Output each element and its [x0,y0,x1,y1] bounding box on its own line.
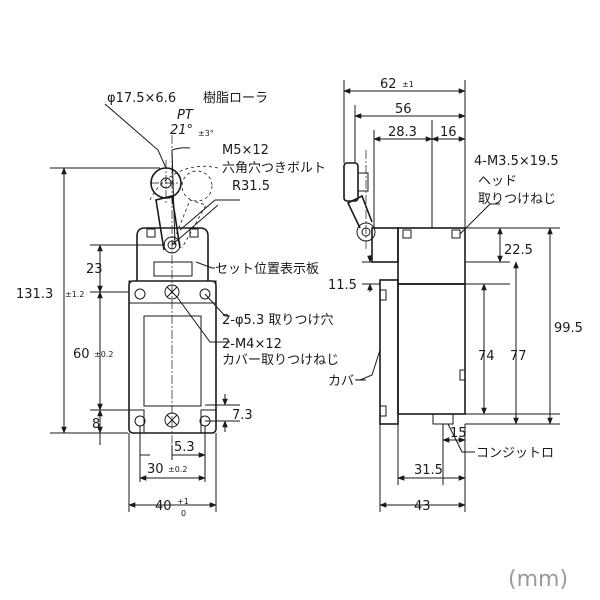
roller-dim-label: φ17.5×6.6 [107,91,176,106]
dim-99-5-label: 99.5 [554,321,583,336]
conduit-label: コンジットロ [476,446,554,461]
dim-43-label: 43 [414,499,431,514]
dim-16-label: 16 [440,125,457,140]
mounting-hole [134,288,146,300]
dim-11-5-label: 11.5 [328,278,357,293]
side-lever [346,194,373,229]
dim-31-5-label: 31.5 [414,463,443,478]
angle-tol-label: ±3° [198,129,214,138]
set-indicator-label: セット位置表示板 [215,262,319,277]
roller-material-label: 樹脂ローラ [203,91,268,106]
dim-30-tol: ±0.2 [168,465,187,474]
side-cover [379,279,399,425]
front-view [128,135,219,445]
front-dimensions [50,103,240,512]
head-screw-desc2-label: 取りつけねじ [478,192,556,207]
angle-label: 21° [170,123,193,138]
side-head [397,227,466,285]
dim-8-label: 8 [92,417,100,432]
dim-60-tol: ±0.2 [94,350,113,359]
side-body [397,283,466,415]
side-roller [343,162,359,202]
dim-5-3-label: 5.3 [174,440,195,455]
pt-label: PT [177,108,194,123]
dim-30-label: 30 [147,462,164,477]
side-dimensions [343,80,560,512]
dim-7-3-label: 7.3 [232,408,253,423]
dim-40-tol-plus: +1 [177,497,189,506]
dim-15-label: 15 [450,426,467,441]
front-head [136,227,209,281]
bolt-label: M5×12 [222,143,269,158]
front-window [143,315,202,407]
dim-131-tol: ±1.2 [65,290,84,299]
dim-60-label: 60 [73,347,90,362]
unit-label: (mm) [508,567,568,592]
dim-56-label: 56 [395,102,412,117]
lever-arm [155,195,181,251]
cover-screw-desc-label: カバー取りつけねじ [222,353,339,368]
dim-74-label: 74 [478,349,495,364]
dim-40-tol-minus: 0 [181,509,186,518]
head-screw-desc1-label: ヘッド [478,174,517,189]
roller-alt-position [181,170,213,202]
cover-label: カバー [328,374,367,389]
dim-40-label: 40 [155,499,172,514]
head-screw-label: 4-M3.5×19.5 [474,154,559,169]
dim-23-label: 23 [86,262,103,277]
bolt-desc-label: 六角穴つきボルト [222,161,326,176]
dim-77-label: 77 [510,349,527,364]
front-top-plate [128,280,217,304]
cover-screw-label: 2-M4×12 [222,337,282,352]
dim-22-5-label: 22.5 [504,243,533,258]
dim-131-label: 131.3 [16,287,53,302]
dim-28-3-label: 28.3 [388,125,417,140]
hole-spec-label: 2-φ5.3 取りつけ穴 [222,313,333,328]
dim-62-label: 62 [380,77,397,92]
dim-62-tol: ±1 [402,80,414,89]
mounting-hole [199,288,211,300]
radius-label: R31.5 [232,179,270,194]
conduit-port [432,413,454,425]
